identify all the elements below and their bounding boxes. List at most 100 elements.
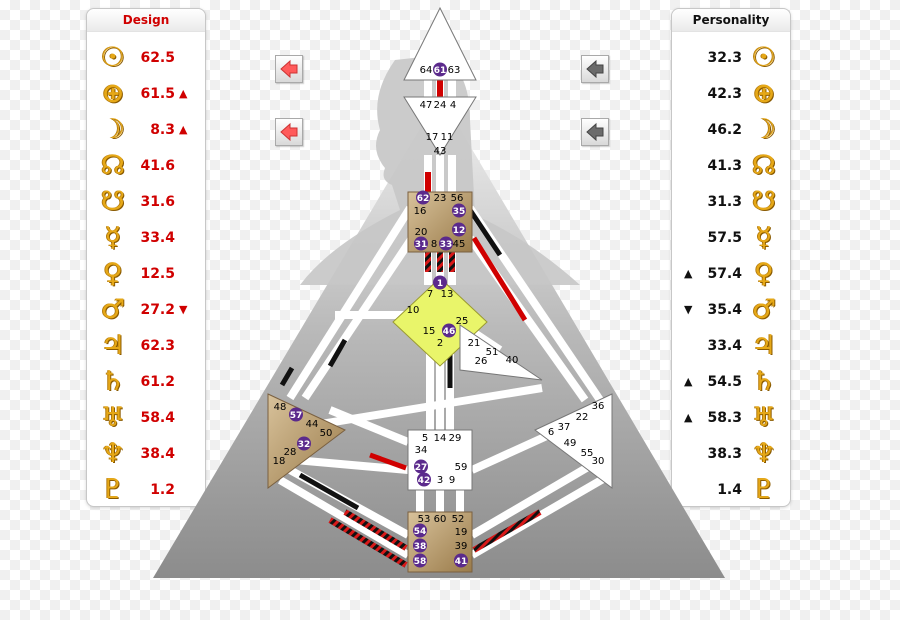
gate-label-26[interactable]: 26 [475, 356, 488, 367]
design-row-south-node[interactable]: ☋31.6 [87, 185, 205, 219]
gate-label-56[interactable]: 56 [451, 193, 464, 204]
gate-label-18[interactable]: 18 [273, 456, 286, 467]
gate-label-2[interactable]: 2 [437, 338, 443, 349]
gate-label-22[interactable]: 22 [576, 412, 589, 423]
gate-label-43[interactable]: 43 [434, 146, 447, 157]
gate-label-9[interactable]: 9 [449, 475, 455, 486]
gate-label-58[interactable]: 58 [414, 557, 427, 567]
personality-prev-button[interactable] [581, 55, 609, 83]
left-arrow-icon [586, 59, 604, 79]
gate-label-35[interactable]: 35 [453, 207, 466, 217]
design-row-earth[interactable]: ⊕61.5▲ [87, 77, 205, 111]
personality-row-north-node[interactable]: ☊41.3 [672, 149, 790, 183]
gate-label-53[interactable]: 53 [418, 514, 431, 525]
personality-row-neptune[interactable]: ♆38.3 [672, 437, 790, 471]
gate-label-20[interactable]: 20 [415, 227, 428, 238]
gate-label-5[interactable]: 5 [422, 433, 428, 444]
gate-label-8[interactable]: 8 [431, 239, 437, 250]
gate-label-39[interactable]: 39 [455, 541, 468, 552]
gate-label-42[interactable]: 42 [418, 476, 431, 486]
gate-label-52[interactable]: 52 [452, 514, 465, 525]
gate-label-30[interactable]: 30 [592, 456, 605, 467]
gate-label-27[interactable]: 27 [415, 463, 428, 473]
gate-label-12[interactable]: 12 [453, 226, 466, 236]
gate-label-33[interactable]: 33 [440, 240, 453, 250]
design-value: 8.3 [150, 122, 175, 138]
gate-label-61[interactable]: 61 [434, 66, 447, 76]
design-row-neptune[interactable]: ♆38.4 [87, 437, 205, 471]
gate-label-19[interactable]: 19 [455, 527, 468, 538]
gate-label-16[interactable]: 16 [414, 206, 427, 217]
personality-row-mercury[interactable]: ☿57.5 [672, 221, 790, 255]
gate-label-14[interactable]: 14 [434, 433, 447, 444]
gate-label-63[interactable]: 63 [448, 65, 461, 76]
gate-label-6[interactable]: 6 [548, 427, 554, 438]
personality-row-saturn[interactable]: ♄54.5▲ [672, 365, 790, 399]
gate-label-60[interactable]: 60 [434, 514, 447, 525]
gate-label-51[interactable]: 51 [486, 347, 499, 358]
gate-label-21[interactable]: 21 [468, 338, 481, 349]
gate-label-54[interactable]: 54 [414, 527, 427, 537]
personality-row-earth[interactable]: ⊕42.3 [672, 77, 790, 111]
gate-label-37[interactable]: 37 [558, 422, 571, 433]
gate-label-62[interactable]: 62 [417, 194, 430, 204]
gate-label-17[interactable]: 17 [426, 132, 439, 143]
personality-row-south-node[interactable]: ☋31.3 [672, 185, 790, 219]
gate-label-36[interactable]: 36 [592, 401, 605, 412]
design-row-uranus[interactable]: ♅58.4 [87, 401, 205, 435]
gate-label-3[interactable]: 3 [437, 475, 443, 486]
gate-label-48[interactable]: 48 [274, 402, 287, 413]
gate-label-1[interactable]: 1 [437, 279, 443, 289]
personality-row-uranus[interactable]: ♅58.3▲ [672, 401, 790, 435]
design-row-saturn[interactable]: ♄61.2 [87, 365, 205, 399]
personality-row-pluto[interactable]: ♇1.4 [672, 473, 790, 507]
gate-label-55[interactable]: 55 [581, 448, 594, 459]
gate-label-45[interactable]: 45 [453, 239, 466, 250]
personality-row-jupiter[interactable]: ♃33.4 [672, 329, 790, 363]
gate-label-50[interactable]: 50 [320, 428, 333, 439]
gate-label-32[interactable]: 32 [298, 440, 311, 450]
gate-label-47[interactable]: 47 [420, 100, 433, 111]
design-row-mars[interactable]: ♂27.2▼ [87, 293, 205, 327]
gate-label-29[interactable]: 29 [449, 433, 462, 444]
design-row-sun[interactable]: ☉62.5 [87, 41, 205, 75]
gate-label-38[interactable]: 38 [414, 542, 427, 552]
gate-label-11[interactable]: 11 [441, 132, 454, 143]
gate-label-40[interactable]: 40 [506, 355, 519, 366]
gate-label-10[interactable]: 10 [407, 305, 420, 316]
personality-row-sun[interactable]: ☉32.3 [672, 41, 790, 75]
gate-label-15[interactable]: 15 [423, 326, 436, 337]
gate-label-28[interactable]: 28 [284, 447, 297, 458]
gate-label-13[interactable]: 13 [441, 289, 454, 300]
gate-label-59[interactable]: 59 [455, 462, 468, 473]
design-row-venus[interactable]: ♀12.5 [87, 257, 205, 291]
personality-row-moon[interactable]: ☽46.2 [672, 113, 790, 147]
gate-label-41[interactable]: 41 [455, 557, 468, 567]
gate-label-49[interactable]: 49 [564, 438, 577, 449]
gate-label-64[interactable]: 64 [420, 65, 433, 76]
gate-label-25[interactable]: 25 [456, 316, 469, 327]
design-row-pluto[interactable]: ♇1.2 [87, 473, 205, 507]
gate-label-23[interactable]: 23 [434, 193, 447, 204]
gate-label-34[interactable]: 34 [415, 445, 428, 456]
gate-label-44[interactable]: 44 [306, 419, 319, 430]
south-node-icon: ☋ [752, 186, 776, 217]
gate-label-57[interactable]: 57 [290, 411, 303, 421]
design-row-north-node[interactable]: ☊41.6 [87, 149, 205, 183]
gate-activation-marker [414, 236, 428, 251]
gate-label-31[interactable]: 31 [415, 240, 428, 250]
design-next-button[interactable] [275, 118, 303, 146]
gate-label-24[interactable]: 24 [434, 100, 447, 111]
gate-label-7[interactable]: 7 [427, 289, 433, 300]
personality-row-venus[interactable]: ♀57.4▲ [672, 257, 790, 291]
moon-icon: ☽ [751, 114, 777, 145]
personality-row-mars[interactable]: ♂35.4▼ [672, 293, 790, 327]
design-row-mercury[interactable]: ☿33.4 [87, 221, 205, 255]
personality-next-button[interactable] [581, 118, 609, 146]
design-prev-button[interactable] [275, 55, 303, 83]
gate-label-46[interactable]: 46 [443, 327, 456, 337]
gate-label-4[interactable]: 4 [450, 100, 456, 111]
design-row-moon[interactable]: ☽8.3▲ [87, 113, 205, 147]
design-row-jupiter[interactable]: ♃62.3 [87, 329, 205, 363]
detriment-triangle-icon: ▼ [179, 303, 188, 316]
